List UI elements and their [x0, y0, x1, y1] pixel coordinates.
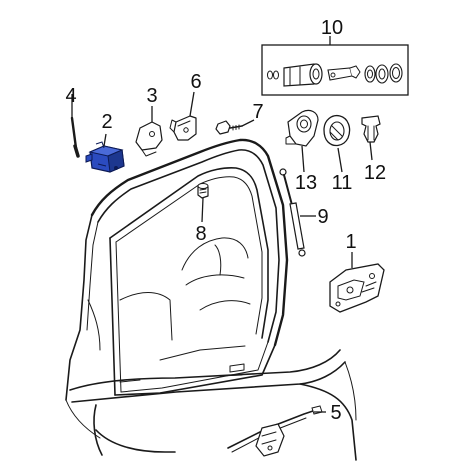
callout-6: 6	[190, 71, 201, 93]
callout-2: 2	[101, 111, 112, 133]
part-3-bracket[interactable]	[135, 121, 163, 157]
part-8-bumper-stop[interactable]	[197, 183, 209, 199]
part-2-control-module[interactable]	[85, 141, 125, 173]
callout-13: 13	[295, 172, 317, 194]
callout-10: 10	[321, 17, 343, 39]
callout-4: 4	[65, 85, 76, 107]
part-6-bracket[interactable]	[169, 115, 197, 141]
callout-11: 11	[332, 172, 353, 194]
callout-5: 5	[330, 402, 341, 424]
part-12-clip[interactable]	[361, 115, 381, 143]
part-13-lock-housing[interactable]	[285, 109, 319, 147]
callout-12: 12	[364, 162, 386, 184]
callout-9: 9	[317, 206, 328, 228]
callout-1: 1	[345, 231, 356, 253]
part-1-latch[interactable]	[329, 263, 385, 313]
callout-8: 8	[195, 223, 206, 245]
part-10-lock-cylinder-kit[interactable]	[261, 44, 409, 96]
callout-labels: 1 2 3 4 5 6 7 8 9 10 11 12 13	[65, 17, 386, 424]
part-5-handle-assembly[interactable]	[227, 405, 323, 457]
vehicle-body-outline	[65, 138, 357, 461]
part-11-retaining-ring[interactable]	[323, 114, 351, 147]
callout-3: 3	[146, 85, 157, 107]
part-9-gas-strut[interactable]	[279, 168, 306, 257]
part-4-rod[interactable]	[70, 116, 80, 158]
part-7-bolt[interactable]	[215, 120, 243, 135]
callout-7: 7	[252, 101, 263, 123]
leader-lines	[71, 36, 373, 413]
